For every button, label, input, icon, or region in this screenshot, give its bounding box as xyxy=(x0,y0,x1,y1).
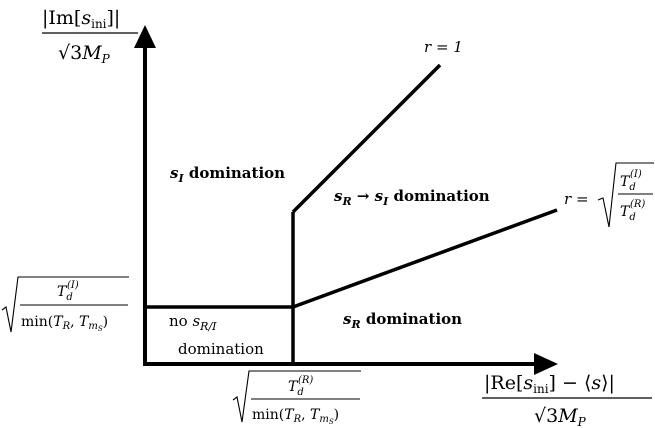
svg-text:min(TR, TmS): min(TR, TmS) xyxy=(21,314,108,333)
svg-text:√3MP: √3MP xyxy=(58,42,111,66)
svg-text:domination: domination xyxy=(178,340,264,358)
label-r-equals-1: r = 1 xyxy=(424,38,463,56)
label-y-threshold: Td (I) min(TR, TmS) xyxy=(1,276,129,333)
r1-boundary xyxy=(291,63,442,214)
region-no-s-ri: no sR/I domination xyxy=(169,312,264,358)
label-r-sqrt: r = Td (I) Td (R) xyxy=(564,162,654,228)
svg-text:(I): (I) xyxy=(67,280,79,291)
region-s-r-domination: sR domination xyxy=(343,310,462,331)
y-axis-label: |Im[sini]| √3MP xyxy=(42,7,138,66)
region-s-r-to-s-i-domination: sR → sI domination xyxy=(334,187,490,208)
svg-text:r =: r = xyxy=(564,190,589,208)
region-s-i-domination: sI domination xyxy=(170,164,285,185)
svg-text:√3MP: √3MP xyxy=(534,405,587,428)
svg-text:Td: Td xyxy=(620,174,636,193)
axes xyxy=(143,45,540,366)
svg-text:(R): (R) xyxy=(630,199,645,210)
svg-text:Td: Td xyxy=(57,284,73,303)
x-axis-arrowhead xyxy=(534,353,558,375)
label-x-threshold: Td (R) min(TR, TmS) xyxy=(232,370,361,426)
svg-text:min(TR, TmS): min(TR, TmS) xyxy=(252,407,339,426)
x-axis-label: |Re[sini] − ⟨s⟩| √3MP xyxy=(482,372,652,428)
boundaries xyxy=(145,63,558,364)
y-axis-arrowhead xyxy=(134,25,156,48)
svg-text:(R): (R) xyxy=(298,375,313,386)
svg-text:|Im[sini]|: |Im[sini]| xyxy=(42,7,120,31)
svg-text:|Re[sini] − ⟨s⟩|: |Re[sini] − ⟨s⟩| xyxy=(484,372,615,396)
svg-text:no sR/I: no sR/I xyxy=(169,312,217,333)
svg-text:Td: Td xyxy=(288,379,304,398)
svg-text:(I): (I) xyxy=(630,169,642,180)
svg-text:Td: Td xyxy=(620,204,636,223)
r-sqrt-boundary xyxy=(292,208,558,309)
